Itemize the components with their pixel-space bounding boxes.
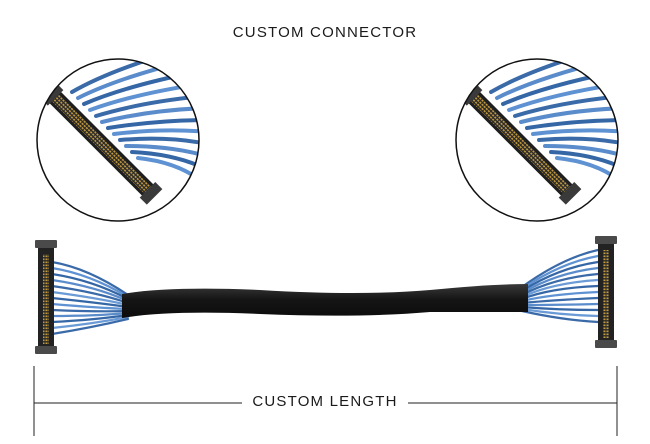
cable-assembly-image [35,236,617,354]
right-connector-detail-image [455,58,619,222]
length-label: CUSTOM LENGTH [0,393,650,410]
length-label-text: CUSTOM LENGTH [242,393,408,410]
left-connector-detail-image [36,58,200,222]
page-title: CUSTOM CONNECTOR [232,24,418,41]
